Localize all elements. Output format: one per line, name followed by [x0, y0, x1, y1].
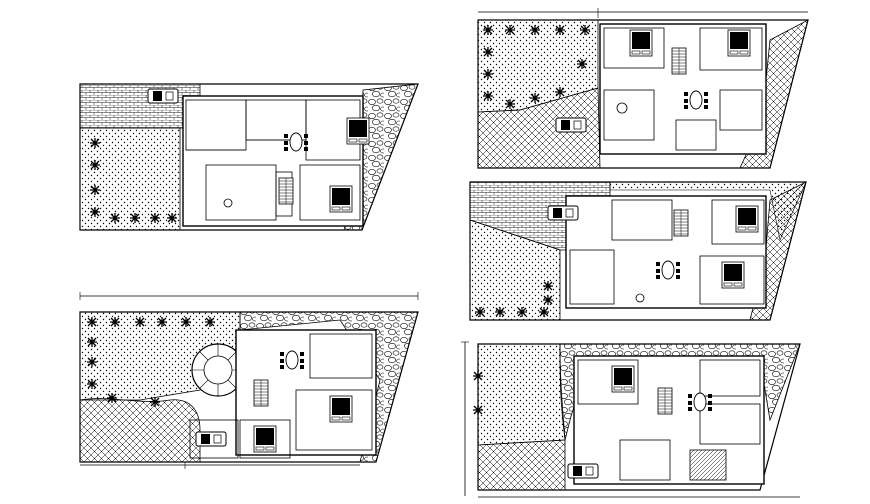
floor-plan-4: [79, 292, 419, 469]
floor-plan-3: [469, 181, 807, 321]
floor-plan-5: [461, 341, 801, 498]
floor-plan-1: [79, 83, 419, 231]
